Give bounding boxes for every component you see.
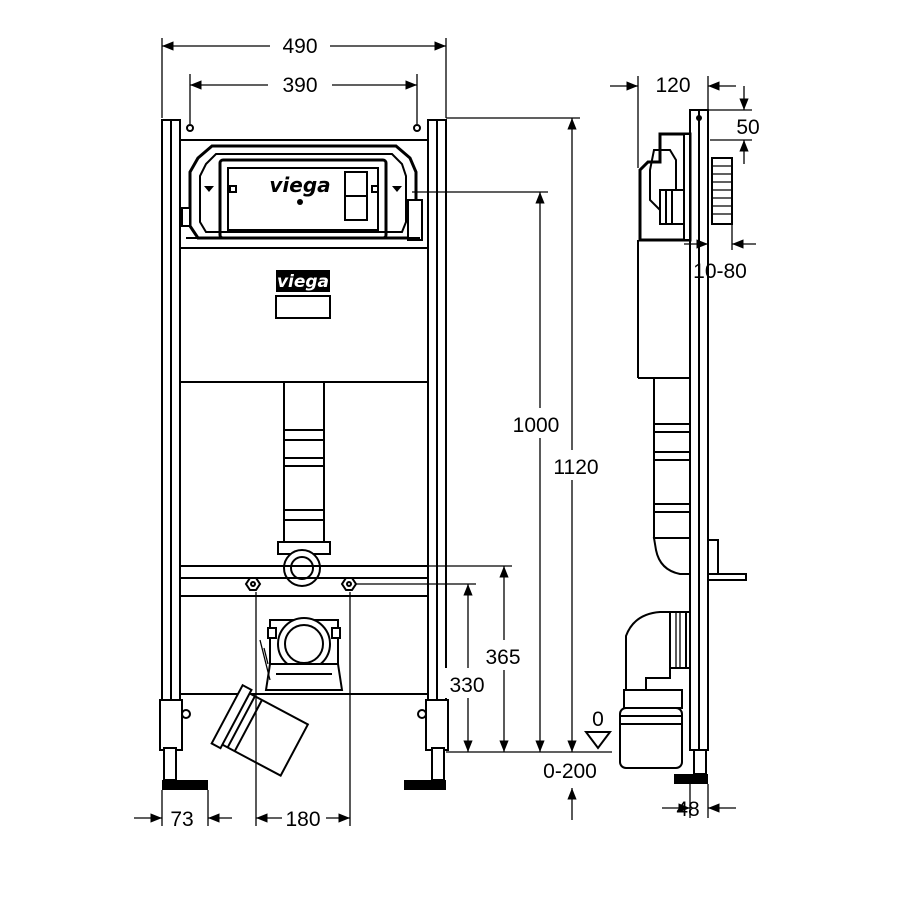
dim-label-1120: 1120 xyxy=(553,456,598,479)
frame-left-upright xyxy=(159,119,208,790)
side-flush-pipe xyxy=(652,377,747,581)
dimension-120: 120 xyxy=(610,74,736,168)
side-cistern xyxy=(637,132,733,379)
dim-label-180: 180 xyxy=(285,808,320,831)
label-plate-logo: viega xyxy=(277,272,329,292)
side-drain-elbow xyxy=(619,611,691,769)
dimension-48: 48 xyxy=(662,784,736,821)
dim-label-365: 365 xyxy=(485,646,520,669)
dimension-330: 330 xyxy=(356,583,490,752)
dimension-390: 390 xyxy=(189,74,418,124)
side-foot xyxy=(674,774,708,784)
dimension-10-80: 10-80 xyxy=(684,224,756,283)
dimension-1120: 1120 xyxy=(446,117,604,752)
dim-label-zero: 0 xyxy=(592,708,604,731)
dimension-1000: 1000 xyxy=(412,191,560,752)
cistern-panel: viega xyxy=(179,139,429,249)
dim-label-330: 330 xyxy=(449,674,484,697)
label-plate: viega xyxy=(275,270,331,319)
actuator-logo: viega xyxy=(269,173,330,197)
dimension-490: 490 xyxy=(161,35,447,118)
side-frame xyxy=(689,109,709,751)
front-view: 490 390 xyxy=(134,35,612,831)
dim-label-120: 120 xyxy=(655,74,690,97)
side-view: 120 50 10-80 48 xyxy=(610,74,760,821)
dimension-73: 73 xyxy=(134,790,232,831)
dimension-180: 180 xyxy=(255,592,351,831)
frame-right-upright xyxy=(404,119,449,790)
dim-label-1000: 1000 xyxy=(513,414,560,437)
dim-label-490: 490 xyxy=(282,35,317,58)
drain-outlet xyxy=(259,617,344,691)
dim-label-73: 73 xyxy=(170,808,193,831)
dim-label-10-80: 10-80 xyxy=(693,260,747,283)
top-hole-right xyxy=(413,124,421,132)
dim-label-48: 48 xyxy=(676,798,699,821)
dim-label-390: 390 xyxy=(282,74,317,97)
floor-reference: 0 0-200 xyxy=(446,708,612,820)
dim-label-0-200: 0-200 xyxy=(543,760,597,783)
dimension-365: 365 xyxy=(360,565,526,752)
dim-label-50: 50 xyxy=(736,116,759,139)
dimension-50: 50 xyxy=(708,86,760,164)
flush-pipe xyxy=(277,381,331,587)
top-hole-left xyxy=(186,124,194,132)
waste-pipe xyxy=(210,683,310,777)
